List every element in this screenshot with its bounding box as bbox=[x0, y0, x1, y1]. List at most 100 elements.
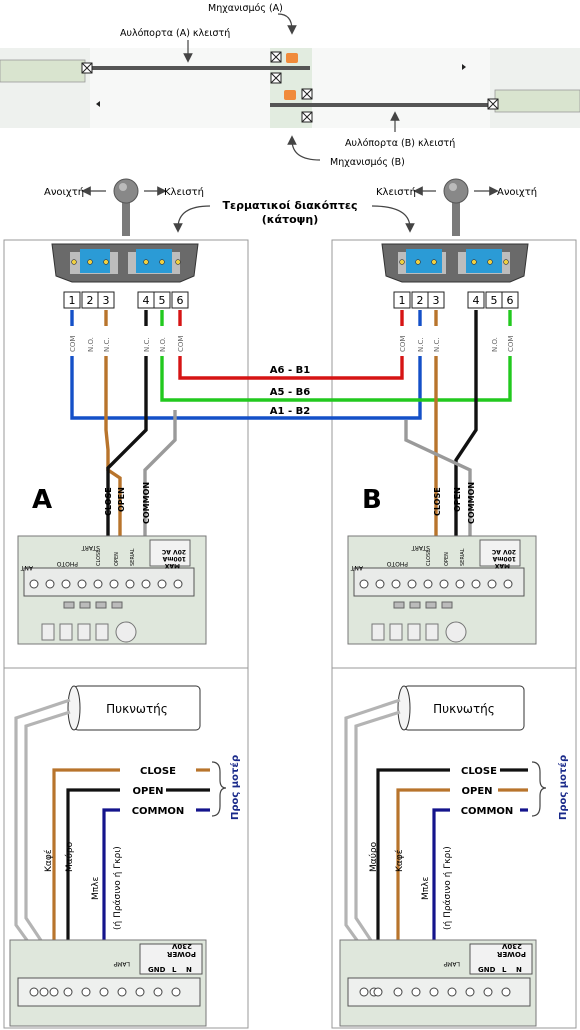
capacitor-b bbox=[397, 685, 525, 731]
board-letter-b: B bbox=[362, 485, 382, 515]
contact-label: N.C. bbox=[143, 337, 151, 352]
terminal-number: 3 bbox=[103, 294, 110, 307]
silk-power-a: POWER bbox=[166, 950, 196, 958]
capacitor-label-b: Πυκνωτής bbox=[433, 702, 495, 716]
contact-label: N.C. bbox=[417, 337, 425, 352]
board-letter-a: A bbox=[32, 485, 52, 515]
control-board-a bbox=[17, 535, 207, 645]
silk-max-b: MAX bbox=[494, 562, 510, 569]
wire-a4-close bbox=[106, 310, 148, 588]
label-black-a: Μαύρο bbox=[64, 841, 75, 872]
silk-n-a: N bbox=[186, 966, 192, 974]
motor-common-a: COMMON bbox=[132, 806, 185, 817]
label-open-left: Ανοιχτή bbox=[44, 186, 84, 198]
motor-b-icon bbox=[284, 90, 296, 100]
contact-label-bg bbox=[505, 326, 515, 356]
contact-label: N.O. bbox=[87, 337, 95, 352]
to-motor-braces bbox=[211, 761, 547, 817]
label-blue-alt-a: (ή Πράσινο ή Γκρι) bbox=[113, 846, 123, 930]
motor-close-a: CLOSE bbox=[140, 766, 176, 777]
terminal-box bbox=[171, 291, 189, 309]
silk-ant-a: ANT bbox=[20, 564, 33, 571]
silk-power-b: POWER bbox=[496, 950, 526, 958]
label-close-b: CLOSE bbox=[433, 487, 442, 516]
silk-open-b: OPEN bbox=[444, 552, 450, 566]
silk-ant-b: ANT bbox=[350, 564, 363, 571]
silk-100ma-b: 100mA bbox=[492, 555, 516, 562]
label-common-b: COMMON bbox=[467, 482, 476, 524]
silk-serial-a: SERIAL bbox=[130, 548, 136, 566]
silk-l-b: L bbox=[502, 966, 507, 974]
wire-motor-b-common bbox=[432, 808, 450, 992]
label-blue-a: Μπλε bbox=[91, 876, 101, 900]
link-a1-b2: A1 - B2 bbox=[270, 406, 310, 417]
motor-open-a: OPEN bbox=[132, 786, 163, 797]
label-common-a: COMMON bbox=[142, 482, 151, 524]
contact-label-bg bbox=[175, 326, 185, 356]
power-board-b bbox=[339, 939, 537, 1027]
contact-label-bg bbox=[85, 326, 95, 356]
terminal-box bbox=[427, 291, 445, 309]
label-close-a: CLOSE bbox=[104, 487, 113, 516]
wire-a5-b6 bbox=[160, 310, 512, 402]
gate-plan bbox=[0, 48, 580, 128]
contact-label-bg bbox=[397, 326, 407, 356]
motor-open-b: OPEN bbox=[461, 786, 492, 797]
terminal-box bbox=[153, 291, 171, 309]
wire-b4-open bbox=[454, 310, 478, 588]
motor-a-icon bbox=[286, 53, 298, 63]
silk-20v-b: 20V AC bbox=[491, 548, 516, 555]
terminal-box bbox=[393, 291, 411, 309]
silk-230v-b: 230V bbox=[501, 942, 522, 950]
terminal-number: 4 bbox=[143, 294, 150, 307]
gate-leaf-a bbox=[88, 66, 310, 70]
wire-b-common bbox=[404, 420, 472, 588]
terminal-box bbox=[97, 291, 115, 309]
switches-title: Τερματικοί διακόπτες bbox=[222, 199, 357, 212]
limit-switch-lever-a bbox=[113, 178, 139, 236]
label-gate-b-closed: Αυλόπορτα (Β) κλειστή bbox=[345, 138, 455, 149]
terminal-number: 2 bbox=[417, 294, 424, 307]
terminal-box bbox=[467, 291, 485, 309]
switch-direction-arrows bbox=[81, 186, 499, 233]
silk-max-a: MAX bbox=[164, 562, 180, 569]
gate-annotation-arrows bbox=[183, 13, 400, 161]
label-gate-a-closed: Αυλόπορτα (Α) κλειστή bbox=[120, 28, 230, 39]
to-motor-a: Προς μοτέρ bbox=[229, 755, 241, 820]
terminal-number: 5 bbox=[491, 294, 498, 307]
motor-common-b: COMMON bbox=[461, 806, 514, 817]
contact-label: COM bbox=[507, 336, 515, 352]
silk-230v-a: 230V bbox=[171, 942, 192, 950]
silk-lamp-a: LAMP bbox=[113, 960, 130, 967]
silk-close-a: CLOSE bbox=[96, 550, 102, 566]
wire-motor-a-open bbox=[66, 788, 120, 992]
capacitor-label-a: Πυκνωτής bbox=[106, 702, 168, 716]
limit-switch-body-a bbox=[51, 243, 199, 283]
silk-photo-a: PHOTO bbox=[56, 560, 78, 567]
silk-l-a: L bbox=[172, 966, 177, 974]
label-mech-a: Μηχανισμός (Α) bbox=[208, 3, 283, 14]
contact-label: N.C. bbox=[433, 337, 441, 352]
contact-label: N.C. bbox=[103, 337, 111, 352]
wire-a-common bbox=[143, 410, 177, 588]
power-board-a bbox=[9, 939, 207, 1027]
limit-switch-lever-b bbox=[443, 178, 469, 236]
label-blue-alt-b: (ή Πράσινο ή Γκρι) bbox=[443, 846, 453, 930]
terminal-number: 4 bbox=[473, 294, 480, 307]
silk-photo-b: PHOTO bbox=[386, 560, 408, 567]
label-brown-b: Καφέ bbox=[394, 849, 405, 872]
control-board-b bbox=[347, 535, 537, 645]
contact-label-bg bbox=[157, 326, 167, 356]
terminal-number: 2 bbox=[87, 294, 94, 307]
contact-label-bg bbox=[431, 326, 441, 356]
label-black-b: Μαύρο bbox=[368, 841, 379, 872]
limit-switch-body-b bbox=[381, 243, 529, 283]
wire-motor-b-open bbox=[396, 788, 450, 992]
switches-subtitle: (κάτοψη) bbox=[262, 213, 319, 226]
link-a5-b6: A5 - B6 bbox=[270, 387, 310, 398]
terminal-number: 6 bbox=[507, 294, 514, 307]
silk-open-a: OPEN bbox=[114, 552, 120, 566]
silk-gnd-a: GND bbox=[148, 966, 166, 974]
wire-a3-open bbox=[104, 310, 122, 588]
label-open-b: OPEN bbox=[453, 487, 462, 512]
